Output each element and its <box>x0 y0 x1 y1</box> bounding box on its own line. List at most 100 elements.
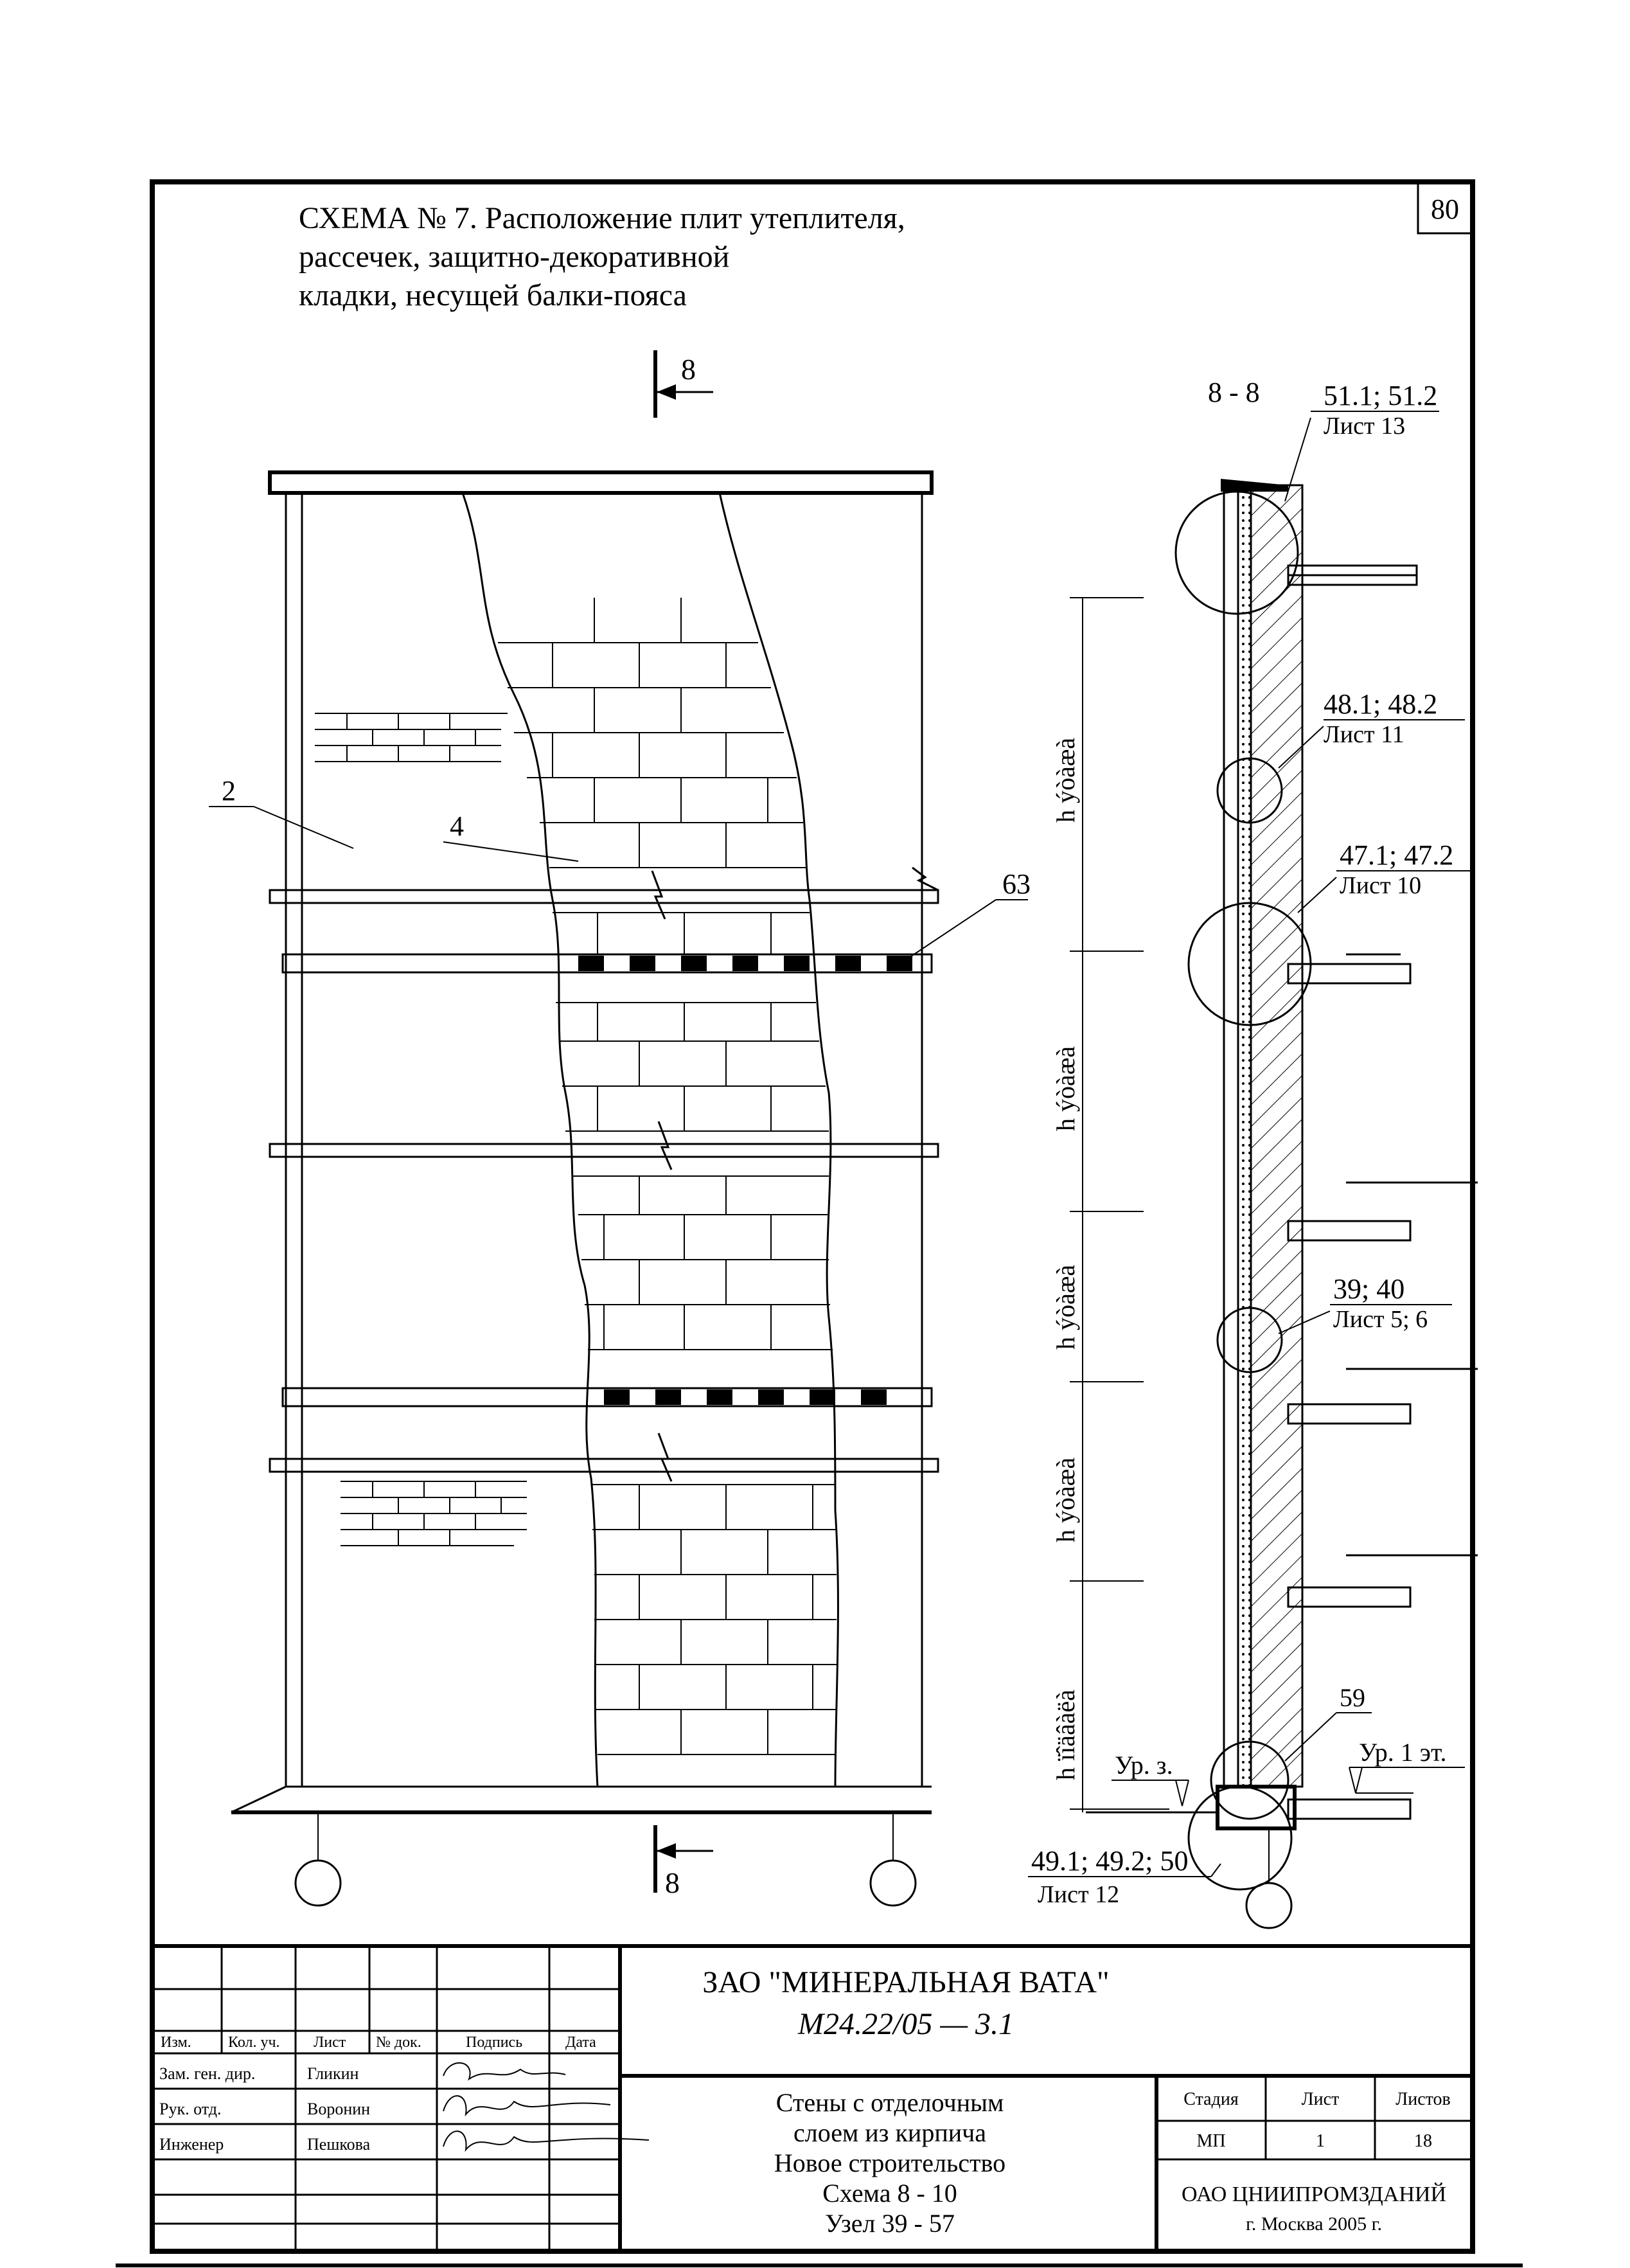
slab-2 <box>1287 1181 1478 1242</box>
node-ref-48: 48.1; 48.2 Лист 11 <box>1278 688 1465 769</box>
svg-text:63: 63 <box>1002 868 1031 900</box>
label-4: 4 <box>443 810 579 862</box>
svg-text:h ýòàæà: h ýòàæà <box>1051 738 1080 823</box>
slab-roof <box>1287 564 1418 586</box>
svg-text:Дата: Дата <box>565 2034 596 2051</box>
row-role-3: Инженер <box>159 2135 224 2154</box>
desc-line-1: Стены с отделочным <box>776 2088 1004 2117</box>
svg-text:h ýòàæà: h ýòàæà <box>1051 1265 1080 1350</box>
svg-text:Ур. 1 эт.: Ур. 1 эт. <box>1359 1738 1446 1767</box>
svg-text:Лист 5; 6: Лист 5; 6 <box>1333 1306 1428 1333</box>
svg-text:Листов: Листов <box>1395 2089 1451 2109</box>
node-circle-59 <box>1210 1740 1289 1820</box>
svg-text:1: 1 <box>1316 2131 1325 2151</box>
svg-text:59: 59 <box>1340 1683 1365 1712</box>
svg-text:№ док.: № док. <box>376 2034 421 2051</box>
slab-4 <box>1287 1554 1478 1608</box>
svg-text:47.1; 47.2: 47.1; 47.2 <box>1340 839 1453 871</box>
break-mark-2 <box>657 1121 673 1170</box>
node-ref-59: 59 <box>1284 1683 1372 1762</box>
axis-marker-section <box>1245 1828 1293 1929</box>
brick-patch-lower <box>341 1481 527 1546</box>
break-mark-edge <box>912 866 939 891</box>
facade-elevation: 8 <box>209 350 1031 1907</box>
signatures <box>443 2062 650 2152</box>
page-number-box: 80 <box>1417 181 1474 235</box>
desc-line-2: слоем из кирпича <box>793 2118 986 2147</box>
desc-line-4: Схема 8 - 10 <box>822 2179 957 2208</box>
svg-text:2: 2 <box>222 775 236 807</box>
node-circle-47 <box>1187 902 1312 1026</box>
break-mark-3 <box>657 1433 673 1482</box>
node-ref-49: 49.1; 49.2; 50 Лист 12 <box>1028 1845 1221 1908</box>
svg-text:h ýòàæà: h ýòàæà <box>1051 1458 1080 1542</box>
svg-text:h ïîäâàëà: h ïîäâàëà <box>1051 1690 1080 1780</box>
slab-ground <box>1287 1798 1412 1820</box>
desc-line-3: Новое строительство <box>774 2148 1005 2177</box>
break-mark-1 <box>651 870 666 920</box>
foundation <box>1216 1785 1297 1830</box>
title-line-2: рассечек, защитно-декоративной <box>299 240 729 274</box>
level-ground: Ур. з. <box>1112 1751 1189 1807</box>
title-block: Изм. Кол. уч. Лист № док. Подпись Дата З… <box>152 1944 1473 2251</box>
node-circle-48 <box>1216 757 1283 824</box>
section-mark-bottom: 8 <box>653 1825 713 1899</box>
row-role-2: Рук. отд. <box>159 2100 222 2118</box>
label-2: 2 <box>209 775 354 849</box>
brick-patch-upper <box>315 713 508 762</box>
document-code: М24.22/05 — 3.1 <box>797 2007 1014 2041</box>
svg-text:49.1; 49.2; 50: 49.1; 49.2; 50 <box>1031 1845 1188 1877</box>
svg-text:Ур. з.: Ур. з. <box>1115 1751 1173 1780</box>
masonry-cut-outline <box>461 492 839 1787</box>
svg-text:Лист 10: Лист 10 <box>1340 872 1421 899</box>
svg-text:18: 18 <box>1414 2131 1432 2151</box>
svg-text:Лист 12: Лист 12 <box>1038 1881 1119 1908</box>
floor-slab-3 <box>269 1458 939 1473</box>
company-name: ЗАО "МИНЕРАЛЬНАЯ ВАТА" <box>702 1965 1109 1999</box>
row-name-2: Воронин <box>307 2100 370 2118</box>
floor-belt-1 <box>281 953 933 974</box>
svg-text:39; 40: 39; 40 <box>1333 1273 1404 1305</box>
title-line-1: СХЕМА № 7. Расположение плит утеплителя, <box>299 201 905 235</box>
dimension-labels: h ýòàæà h ýòàæà h ýòàæà h ýòàæà h ïîäâàë… <box>1051 738 1080 1780</box>
section-8-8: 8 - 8 h ýòàæà h ýòàæà h ýòàæà h ýòàæà h … <box>1028 377 1478 1929</box>
page-number: 80 <box>1431 193 1459 225</box>
svg-text:Лист: Лист <box>1302 2089 1340 2109</box>
axis-marker-right <box>869 1812 917 1907</box>
svg-text:Лист 13: Лист 13 <box>1324 413 1405 440</box>
node-circle-39 <box>1216 1307 1283 1373</box>
section-mark-top: 8 <box>653 350 713 418</box>
floor-belt-2 <box>281 1387 933 1407</box>
row-name-3: Пешкова <box>307 2135 371 2154</box>
node-ref-51: 51.1; 51.2 Лист 13 <box>1284 380 1439 502</box>
svg-text:МП: МП <box>1196 2131 1225 2151</box>
section-mark-bottom-label: 8 <box>665 1866 680 1899</box>
label-63: 63 <box>899 868 1031 965</box>
section-title: 8 - 8 <box>1208 377 1260 408</box>
level-floor1: Ур. 1 эт. <box>1349 1738 1465 1794</box>
schema-title: СХЕМА № 7. Расположение плит утеплителя,… <box>299 201 905 312</box>
svg-text:Изм.: Изм. <box>161 2034 191 2051</box>
belt-insulation-pattern-2 <box>604 1389 887 1405</box>
floor-slab-2 <box>269 1143 939 1158</box>
belt-insulation-pattern-1 <box>578 956 912 971</box>
org-city-year: г. Москва 2005 г. <box>1246 2213 1382 2235</box>
title-line-3: кладки, несущей балки-пояса <box>299 278 687 312</box>
bearing-wall-layer <box>1250 484 1304 1788</box>
svg-text:h ýòàæà: h ýòàæà <box>1051 1046 1080 1131</box>
org-name: ОАО ЦНИИПРОМЗДАНИЙ <box>1182 2183 1446 2206</box>
node-ref-39: 39; 40 Лист 5; 6 <box>1278 1273 1452 1334</box>
parapet-cap <box>1221 479 1288 492</box>
axis-marker-left <box>294 1812 342 1907</box>
svg-text:Кол. уч.: Кол. уч. <box>228 2034 280 2051</box>
brick-facing-layer <box>1223 484 1239 1788</box>
row-role-1: Зам. ген. дир. <box>159 2064 255 2083</box>
sheet-frame <box>150 179 1475 2254</box>
svg-text:Лист: Лист <box>314 2034 346 2051</box>
brick-masonry <box>498 598 837 1755</box>
slab-3 <box>1287 1368 1478 1425</box>
svg-text:51.1; 51.2: 51.1; 51.2 <box>1324 380 1437 411</box>
svg-text:4: 4 <box>450 810 464 842</box>
slab-1 <box>1287 953 1412 985</box>
